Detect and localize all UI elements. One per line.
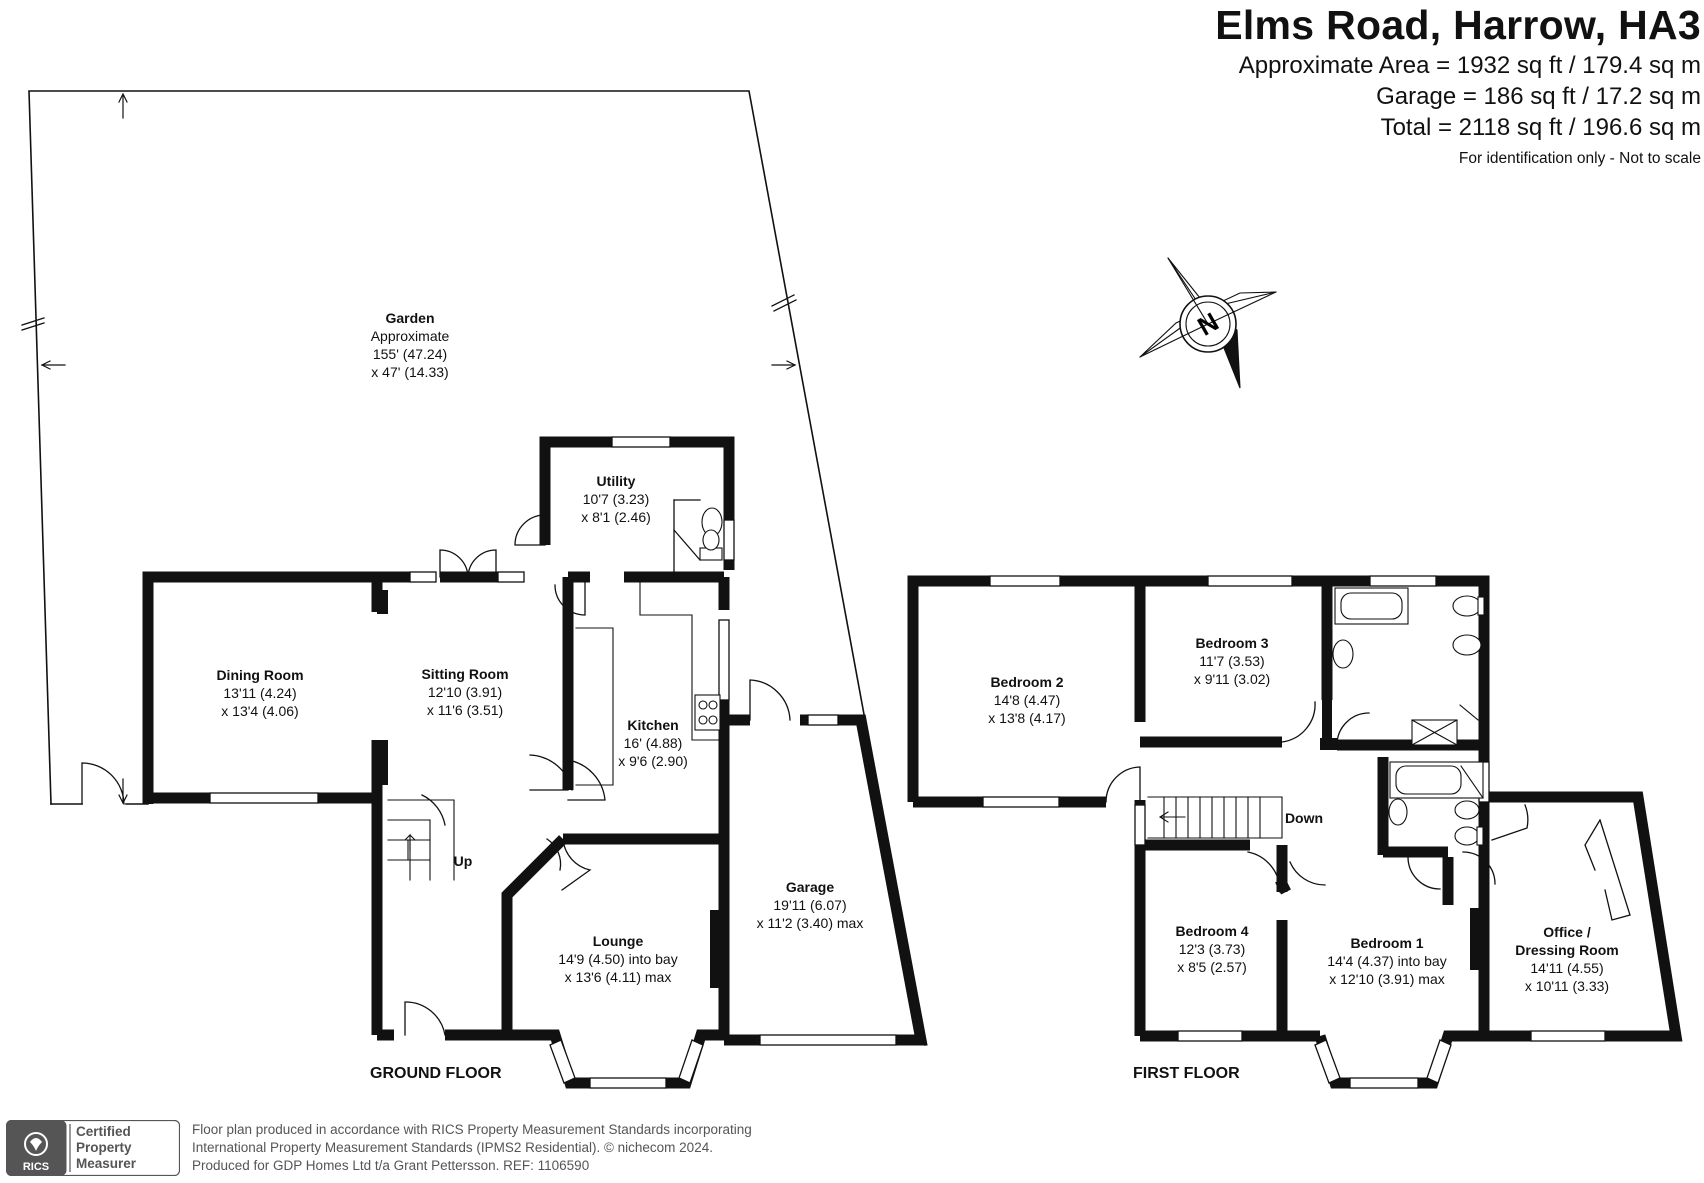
svg-text:x 47' (14.33): x 47' (14.33) — [371, 364, 448, 380]
svg-text:x 11'6 (3.51): x 11'6 (3.51) — [427, 702, 503, 718]
svg-text:12'3 (3.73): 12'3 (3.73) — [1179, 941, 1246, 957]
svg-text:Sitting Room: Sitting Room — [421, 666, 508, 682]
footer-disclaimer: Floor plan produced in accordance with R… — [192, 1121, 752, 1175]
rics-certified-badge: RICS Certified Property Measurer — [6, 1120, 180, 1176]
room-label-lounge: Lounge 14'9 (4.50) into bay x 13'6 (4.11… — [558, 933, 677, 985]
room-label-bedroom-3: Bedroom 3 11'7 (3.53) x 9'11 (3.02) — [1194, 635, 1270, 687]
footer-line-3: Produced for GDP Homes Ltd t/a Grant Pet… — [192, 1158, 590, 1173]
ground-floor-doors — [404, 499, 791, 1036]
footer-line-2: International Property Measurement Stand… — [192, 1140, 713, 1155]
badge-line-2: Property — [76, 1140, 132, 1155]
svg-text:19'11 (6.07): 19'11 (6.07) — [773, 897, 846, 913]
svg-text:11'7 (3.53): 11'7 (3.53) — [1199, 653, 1264, 669]
svg-text:12'10 (3.91): 12'10 (3.91) — [428, 684, 502, 700]
svg-text:Bedroom 4: Bedroom 4 — [1175, 923, 1248, 939]
first-floor-doors — [1105, 701, 1631, 921]
svg-text:Garden: Garden — [385, 310, 434, 326]
rics-logo-text: RICS — [23, 1161, 49, 1173]
svg-text:x 13'6 (4.11) max: x 13'6 (4.11) max — [565, 969, 672, 985]
room-label-garage: Garage 19'11 (6.07) x 11'2 (3.40) max — [757, 879, 864, 931]
room-label-bedroom-2: Bedroom 2 14'8 (4.47) x 13'8 (4.17) — [988, 674, 1065, 726]
svg-text:16' (4.88): 16' (4.88) — [624, 735, 683, 751]
svg-text:x 13'4 (4.06): x 13'4 (4.06) — [221, 703, 298, 719]
kitchen-units — [575, 581, 725, 786]
svg-text:14'9 (4.50) into bay: 14'9 (4.50) into bay — [558, 951, 677, 967]
garden-outline — [21, 90, 926, 1046]
svg-text:Bedroom 3: Bedroom 3 — [1195, 635, 1268, 651]
lounge-fireplace — [710, 910, 726, 988]
room-label-bedroom-1: Bedroom 1 14'4 (4.37) into bay x 12'10 (… — [1327, 935, 1446, 987]
badge-line-3: Measurer — [76, 1156, 137, 1171]
svg-text:x 12'10 (3.91) max: x 12'10 (3.91) max — [1329, 971, 1445, 987]
svg-text:Utility: Utility — [597, 473, 636, 489]
room-label-sitting-room: Sitting Room 12'10 (3.91) x 11'6 (3.51) — [421, 666, 508, 718]
svg-text:155' (47.24): 155' (47.24) — [373, 346, 447, 362]
compass-icon — [1139, 257, 1277, 389]
svg-text:Bedroom 2: Bedroom 2 — [990, 674, 1063, 690]
garage-area: Garage = 186 sq ft / 17.2 sq m — [1376, 83, 1701, 110]
svg-text:Office /: Office / — [1543, 924, 1591, 940]
badge-line-1: Certified — [76, 1124, 131, 1139]
svg-text:x 10'11 (3.33): x 10'11 (3.33) — [1525, 978, 1609, 994]
room-label-utility: Utility 10'7 (3.23) x 8'1 (2.46) — [581, 473, 651, 525]
svg-text:Garage: Garage — [786, 879, 834, 895]
footer-line-1: Floor plan produced in accordance with R… — [192, 1122, 752, 1137]
total-area: Total = 2118 sq ft / 196.6 sq m — [1380, 114, 1701, 141]
first-floor-stairs — [1147, 796, 1283, 839]
svg-text:14'8 (4.47): 14'8 (4.47) — [994, 692, 1061, 708]
svg-text:Kitchen: Kitchen — [627, 717, 678, 733]
room-label-dining-room: Dining Room 13'11 (4.24) x 13'4 (4.06) — [216, 667, 303, 719]
room-label-kitchen: Kitchen 16' (4.88) x 9'6 (2.90) — [618, 717, 688, 769]
first-floor-walls — [907, 575, 1683, 1089]
svg-text:x 8'5 (2.57): x 8'5 (2.57) — [1177, 959, 1247, 975]
ground-floor-walls — [142, 436, 928, 1089]
svg-text:x 9'6 (2.90): x 9'6 (2.90) — [618, 753, 688, 769]
stairs-down-label: Down — [1285, 810, 1323, 826]
bedroom1-fireplace — [1470, 908, 1484, 970]
svg-text:x 9'11 (3.02): x 9'11 (3.02) — [1194, 671, 1270, 687]
stairs-up-label: Up — [454, 853, 473, 869]
svg-text:x 13'8 (4.17): x 13'8 (4.17) — [988, 710, 1065, 726]
ground-floor-windows — [209, 436, 897, 1089]
property-title: Elms Road, Harrow, HA3 — [1215, 2, 1701, 48]
scale-note: For identification only - Not to scale — [1458, 150, 1701, 167]
svg-text:10'7 (3.23): 10'7 (3.23) — [583, 491, 650, 507]
utility-wc-fittings — [699, 507, 723, 561]
room-label-bedroom-4: Bedroom 4 12'3 (3.73) x 8'5 (2.57) — [1175, 923, 1248, 975]
svg-text:Lounge: Lounge — [593, 933, 644, 949]
first-floor-windows — [982, 575, 1606, 1089]
ground-floor-label: GROUND FLOOR — [370, 1065, 502, 1082]
approximate-area: Approximate Area = 1932 sq ft / 179.4 sq… — [1238, 52, 1701, 79]
svg-text:Dining Room: Dining Room — [216, 667, 303, 683]
svg-text:13'11 (4.24): 13'11 (4.24) — [223, 685, 296, 701]
svg-text:14'4 (4.37) into bay: 14'4 (4.37) into bay — [1327, 953, 1446, 969]
svg-text:x 8'1 (2.46): x 8'1 (2.46) — [581, 509, 651, 525]
bathroom-fittings — [1332, 587, 1485, 846]
room-label-office: Office / Dressing Room 14'11 (4.55) x 10… — [1515, 924, 1618, 994]
svg-text:14'11 (4.55): 14'11 (4.55) — [1530, 960, 1603, 976]
svg-text:Approximate: Approximate — [371, 328, 450, 344]
svg-text:Bedroom 1: Bedroom 1 — [1350, 935, 1423, 951]
svg-text:x 11'2 (3.40) max: x 11'2 (3.40) max — [757, 915, 864, 931]
svg-text:Dressing Room: Dressing Room — [1515, 942, 1618, 958]
ground-floor-stairs — [387, 799, 455, 881]
room-label-garden: Garden Approximate 155' (47.24) x 47' (1… — [371, 310, 450, 380]
first-floor-label: FIRST FLOOR — [1133, 1065, 1240, 1082]
